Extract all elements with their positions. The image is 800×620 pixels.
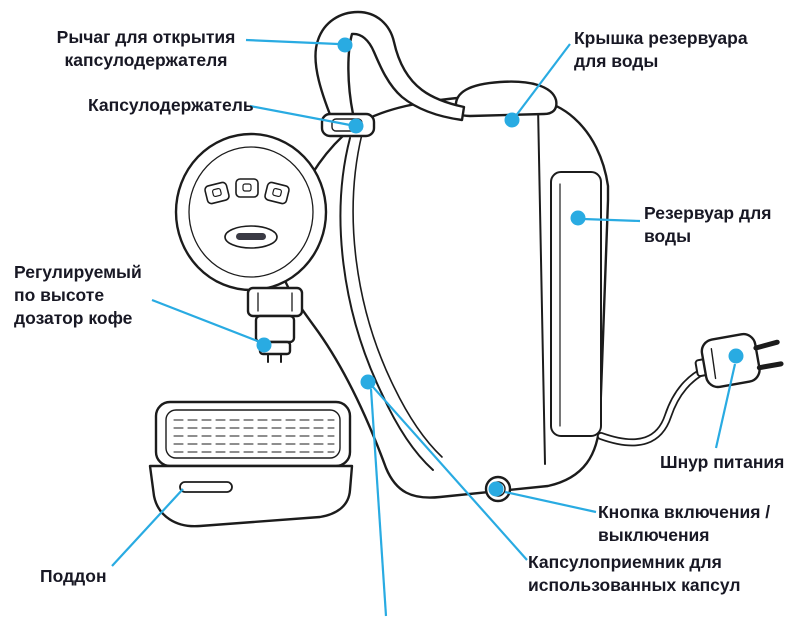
label-drip-tray: Поддон — [40, 566, 107, 586]
callout-line-drip-tray — [111, 488, 184, 567]
callout-line-lever — [245, 38, 339, 46]
callout-dot-lever — [337, 37, 353, 53]
callout-dot-capsule-holder — [348, 118, 364, 134]
water-tank — [550, 171, 602, 437]
tank-separator-line — [537, 105, 546, 465]
callout-line-tank-lid — [514, 43, 571, 118]
callouts — [111, 37, 744, 617]
callout-line-capsule-holder — [249, 104, 351, 127]
head-button-small-cup — [204, 181, 230, 205]
callout-line-capsule-bin — [372, 386, 528, 561]
label-tank-lid: Крышка резервуара для воды — [574, 28, 748, 71]
callout-line-capsule-bin-down — [369, 388, 388, 617]
lever — [314, 10, 466, 134]
callout-line-power-cord — [714, 363, 737, 449]
callout-dot-tank-lid — [504, 112, 520, 128]
callout-line-tank — [582, 217, 641, 223]
head-button-medium-cup — [235, 178, 259, 198]
callout-dot-power-cord — [728, 348, 744, 364]
coffee-dispenser — [246, 286, 304, 363]
callout-dot-power-button — [488, 481, 504, 497]
brew-head — [174, 132, 328, 292]
callout-dot-capsule-bin — [360, 374, 376, 390]
label-power-button: Кнопка включения / выключения — [598, 502, 771, 545]
callout-dot-dispenser — [256, 337, 272, 353]
callout-line-power-button — [504, 490, 597, 514]
label-capsule-holder: Капсулодержатель — [88, 95, 254, 115]
label-tank: Резервуар для воды — [644, 203, 772, 246]
label-power-cord: Шнур питания — [660, 452, 785, 472]
drip-tray — [148, 400, 354, 528]
label-lever: Рычаг для открытия капсулодержателя — [56, 27, 236, 70]
drip-tray-base — [148, 464, 354, 528]
power-cord — [597, 332, 784, 447]
brand-badge — [224, 225, 278, 249]
drip-tray-grate — [173, 419, 335, 453]
label-capsule-bin: Капсулоприемник для использованных капсу… — [528, 552, 741, 595]
callout-line-dispenser — [151, 298, 261, 344]
water-tank-lid — [454, 80, 558, 118]
callout-dot-tank — [570, 210, 586, 226]
label-dispenser: Регулируемый по высоте дозатор кофе — [14, 262, 142, 328]
head-button-large-cup — [264, 181, 290, 205]
machine-body — [280, 93, 610, 499]
